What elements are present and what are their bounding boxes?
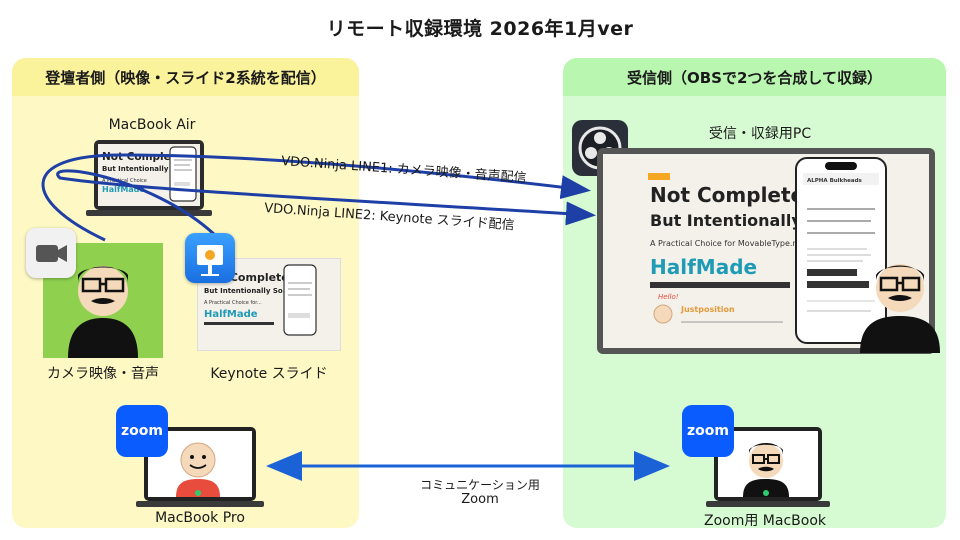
zoom-communication-label: コミュニケーション用 (420, 478, 540, 492)
zoom-app-icon-right: zoom (682, 405, 734, 457)
svg-text:ALPHA Bulkheads: ALPHA Bulkheads (807, 178, 863, 184)
facetime-camera-icon (26, 228, 76, 278)
svg-text:HalfMade: HalfMade (204, 309, 258, 320)
svg-text:HalfMade: HalfMade (102, 185, 145, 194)
receiving-pc-label: 受信・収録用PC (708, 126, 812, 142)
svg-text:HalfMade: HalfMade (650, 255, 757, 279)
svg-text:A Practical Choice: A Practical Choice (102, 178, 147, 184)
zoom-macbook-label: Zoom用 MacBook (703, 513, 826, 529)
svg-text:Justposition: Justposition (680, 305, 735, 314)
line2-arrow (56, 169, 596, 237)
page-title: リモート収録環境 2026年1月ver (326, 18, 634, 40)
macbook-air-label: MacBook Air (108, 117, 196, 133)
zoom-logo-text: zoom (121, 423, 163, 439)
svg-text:Hello!: Hello! (658, 293, 679, 301)
svg-text:But Intentionally So.: But Intentionally So. (650, 211, 836, 230)
svg-text:A Practical Choice for Movable: A Practical Choice for MovableType.net (650, 239, 806, 248)
camera-label: カメラ映像・音声 (47, 366, 159, 382)
keynote-slide-preview: Not Complete. But Intentionally So. A Pr… (197, 258, 341, 351)
line1-arrow (41, 153, 591, 242)
svg-text:Not Complete.: Not Complete. (650, 183, 812, 207)
svg-text:But Intentionally So.: But Intentionally So. (204, 287, 285, 295)
receiver-panel-heading: 受信側（OBSで2つを合成して収録） (563, 58, 946, 96)
keynote-label: Keynote スライド (210, 366, 328, 382)
zoom-logo-text: zoom (687, 423, 729, 439)
keynote-app-icon (185, 233, 235, 283)
zoom-label: Zoom (461, 492, 499, 507)
macbook-pro-label: MacBook Pro (155, 510, 245, 526)
phone-mockup: ALPHA Bulkheads (795, 157, 887, 344)
macbook-pro-illustration (136, 427, 264, 507)
presenter-overlay-avatar (860, 264, 940, 353)
zoom-app-icon-left: zoom (116, 405, 168, 457)
zoom-macbook-illustration (706, 427, 830, 507)
svg-text:But Intentionally So.: But Intentionally So. (102, 165, 183, 173)
speaker-panel-heading: 登壇者側（映像・スライド2系統を配信） (12, 58, 359, 96)
presenter-avatar (68, 266, 138, 358)
svg-text:A Practical Choice for...: A Practical Choice for... (204, 300, 262, 306)
